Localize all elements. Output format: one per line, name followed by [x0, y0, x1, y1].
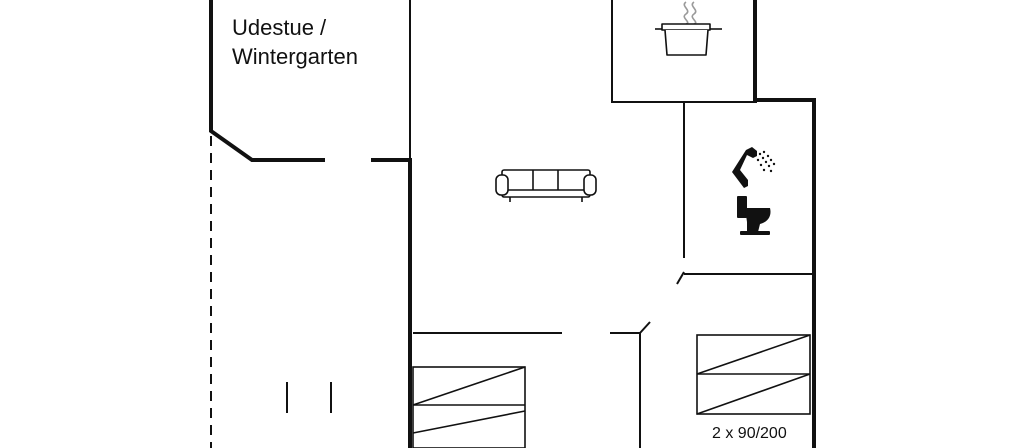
shower-icon	[732, 147, 776, 188]
bathroom-door-jamb	[676, 271, 685, 285]
sunroom-door-wall	[371, 158, 412, 448]
kitchen-bath-outer-wall	[753, 0, 816, 448]
sunroom-label: Udestue / Wintergarten	[232, 13, 358, 71]
cooking-pot-icon	[655, 1, 722, 56]
bedroom-door-jamb	[639, 321, 651, 334]
single-bed-icon	[412, 366, 526, 448]
sofa-icon	[495, 169, 597, 202]
sunroom-label-line-1: Udestue /	[232, 15, 327, 40]
sunroom-label-line-2: Wintergarten	[232, 44, 358, 69]
sunroom-outer-wall	[209, 0, 325, 162]
toilet-icon	[737, 196, 771, 235]
kitchen-wall	[611, 0, 757, 103]
bed-size-label: 2 x 90/200	[712, 425, 787, 442]
single-bed-icon	[696, 334, 811, 415]
interior-walls	[286, 0, 812, 448]
